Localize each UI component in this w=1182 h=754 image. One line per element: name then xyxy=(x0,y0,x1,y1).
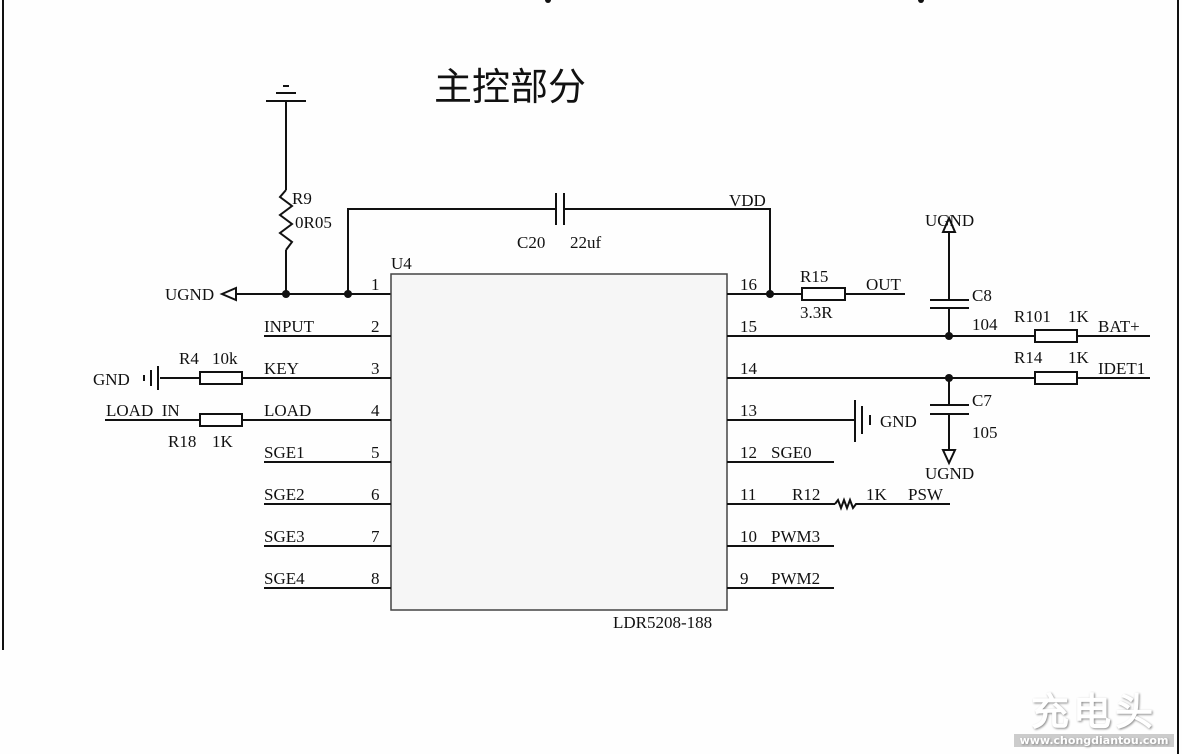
c20-value: 22uf xyxy=(570,233,602,252)
r18-value: 1K xyxy=(212,432,234,451)
resistor-r4 xyxy=(199,371,243,385)
pin-label: SGE1 xyxy=(264,443,305,462)
gnd-label: GND xyxy=(93,370,130,389)
gnd-label: GND xyxy=(880,412,917,431)
load-in-label: LOAD IN xyxy=(106,401,180,420)
r14-ref: R14 xyxy=(1014,348,1043,367)
resistor-r9 xyxy=(278,189,294,251)
psw-label: PSW xyxy=(908,485,944,504)
svg-text:1: 1 xyxy=(371,275,380,294)
chip-part: LDR5208-188 xyxy=(613,613,712,632)
svg-text:5: 5 xyxy=(371,443,380,462)
pin-label: INPUT xyxy=(264,317,315,336)
c20-ref: C20 xyxy=(517,233,545,252)
r9-ref: R9 xyxy=(292,189,312,208)
svg-text:9: 9 xyxy=(740,569,749,588)
r4-value: 10k xyxy=(212,349,238,368)
resistor-r14 xyxy=(1034,371,1078,385)
svg-text:8: 8 xyxy=(371,569,380,588)
vdd-label: VDD xyxy=(729,191,766,210)
svg-text:13: 13 xyxy=(740,401,757,420)
right-pins: 16 15 14 13 12 SGE0 11 10 PWM3 9 PWM2 xyxy=(727,275,1150,589)
ugnd-arrow-icon xyxy=(219,286,237,302)
svg-text:11: 11 xyxy=(740,485,756,504)
watermark-logo: 充电头 www.chongdiantou.com xyxy=(1014,690,1174,752)
svg-text:2: 2 xyxy=(371,317,380,336)
svg-text:3: 3 xyxy=(371,359,380,378)
r4-ref: R4 xyxy=(179,349,199,368)
svg-text:12: 12 xyxy=(740,443,757,462)
r18-ref: R18 xyxy=(168,432,196,451)
chip-ref: U4 xyxy=(391,254,412,273)
ground-symbol-pin13 xyxy=(854,400,871,442)
c8-ref: C8 xyxy=(972,286,992,305)
pin-label: PWM3 xyxy=(771,527,820,546)
svg-text:6: 6 xyxy=(371,485,380,504)
resistor-r18 xyxy=(199,413,243,427)
pin-label: SGE3 xyxy=(264,527,305,546)
c7-value: 105 xyxy=(972,423,998,442)
r9-value: 0R05 xyxy=(295,213,332,232)
svg-text:15: 15 xyxy=(740,317,757,336)
bat-label: BAT+ xyxy=(1098,317,1140,336)
r12-value: 1K xyxy=(866,485,888,504)
ugnd-arrow-icon xyxy=(941,215,957,233)
r15-ref: R15 xyxy=(800,267,828,286)
pin-label: SGE2 xyxy=(264,485,305,504)
pin-label: SGE0 xyxy=(771,443,812,462)
resistor-r12 xyxy=(834,497,950,511)
c7-ref: C7 xyxy=(972,391,992,410)
ground-symbol-key xyxy=(143,366,159,390)
c8-value: 104 xyxy=(972,315,998,334)
section-title: 主控部分 xyxy=(434,65,586,109)
ugnd-arrow-icon xyxy=(941,449,957,466)
pin-label: PWM2 xyxy=(771,569,820,588)
top-dot xyxy=(545,0,551,3)
svg-text:14: 14 xyxy=(740,359,758,378)
svg-text:16: 16 xyxy=(740,275,757,294)
svg-text:7: 7 xyxy=(371,527,380,546)
chip-u4 xyxy=(390,273,728,611)
ugnd-label: UGND xyxy=(925,464,974,483)
svg-text:4: 4 xyxy=(371,401,380,420)
r12-ref: R12 xyxy=(792,485,820,504)
left-pins: 1 INPUT 2 KEY 3 LOAD 4 SGE1 5 SGE2 6 SGE3 7 SG… xyxy=(105,275,391,589)
pin-label: KEY xyxy=(264,359,299,378)
r101-ref: R101 xyxy=(1014,307,1051,326)
r14-value: 1K xyxy=(1068,348,1090,367)
ugnd-label: UGND xyxy=(925,211,974,230)
pin-label: LOAD xyxy=(264,401,311,420)
top-dot xyxy=(918,0,924,3)
svg-text:10: 10 xyxy=(740,527,757,546)
r15-value: 3.3R xyxy=(800,303,833,322)
ground-symbol-top xyxy=(266,85,306,102)
r101-value: 1K xyxy=(1068,307,1090,326)
ugnd-label: UGND xyxy=(165,285,214,304)
resistor-r101 xyxy=(1034,329,1078,343)
resistor-r15 xyxy=(801,287,846,301)
out-label: OUT xyxy=(866,275,902,294)
pin-label: SGE4 xyxy=(264,569,305,588)
idet-label: IDET1 xyxy=(1098,359,1145,378)
